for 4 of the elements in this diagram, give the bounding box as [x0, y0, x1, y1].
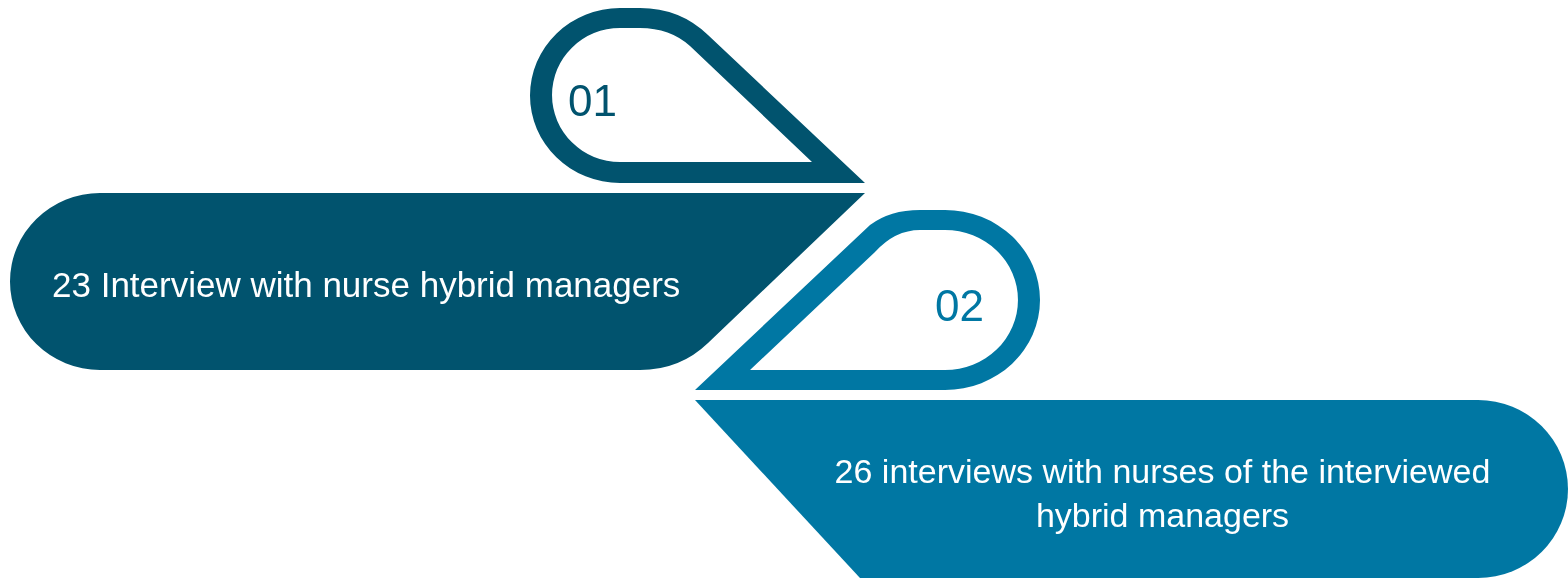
step-number: 01: [568, 75, 618, 127]
step-number: 02: [935, 280, 985, 332]
step-description: 26 interviews with nurses of the interviewed hybrid managers: [833, 451, 1492, 537]
step-description: 23 Interview with nurse hybrid managers: [52, 264, 682, 306]
